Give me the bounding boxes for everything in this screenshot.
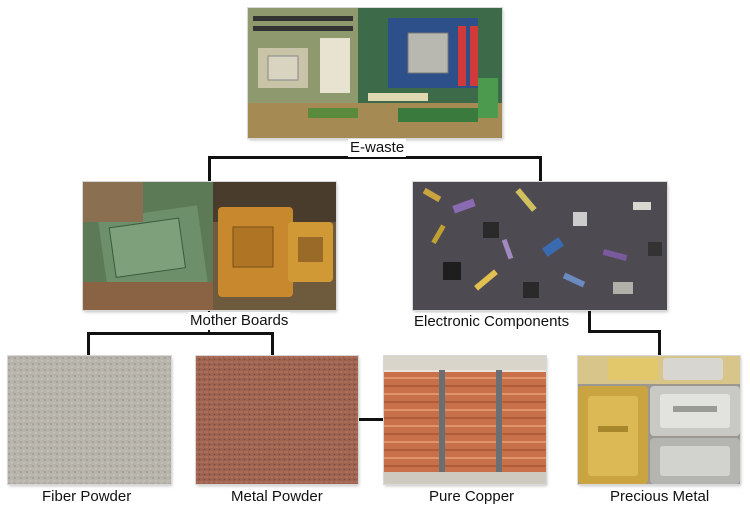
motherboards-image (83, 182, 336, 310)
pure-copper-image (384, 356, 546, 484)
precious-metal-label: Precious Metal (608, 488, 712, 506)
connector-root-bar (208, 156, 541, 159)
connector-ec-stem (588, 310, 591, 332)
connector-ec-bar (588, 330, 660, 333)
fiber-powder-label: Fiber Powder (40, 488, 134, 506)
connector-to-precious (658, 330, 661, 356)
ewaste-image (248, 8, 502, 138)
connector-to-fiber (87, 332, 90, 356)
fiber-powder-image (8, 356, 171, 484)
pure-copper-label: Pure Copper (427, 488, 517, 506)
ewaste-label: E-waste (348, 139, 407, 157)
connector-to-motherboards (208, 156, 211, 182)
connector-to-metal (271, 332, 274, 356)
precious-metal-image (578, 356, 740, 484)
components-label: Electronic Components (412, 313, 572, 331)
metal-powder-image (196, 356, 358, 484)
metal-powder-label: Metal Powder (229, 488, 325, 506)
connector-metal-to-copper (358, 418, 384, 421)
connector-to-components (539, 156, 542, 182)
motherboards-label: Mother Boards (188, 312, 291, 330)
connector-mb-bar (87, 332, 274, 335)
components-image (413, 182, 667, 310)
